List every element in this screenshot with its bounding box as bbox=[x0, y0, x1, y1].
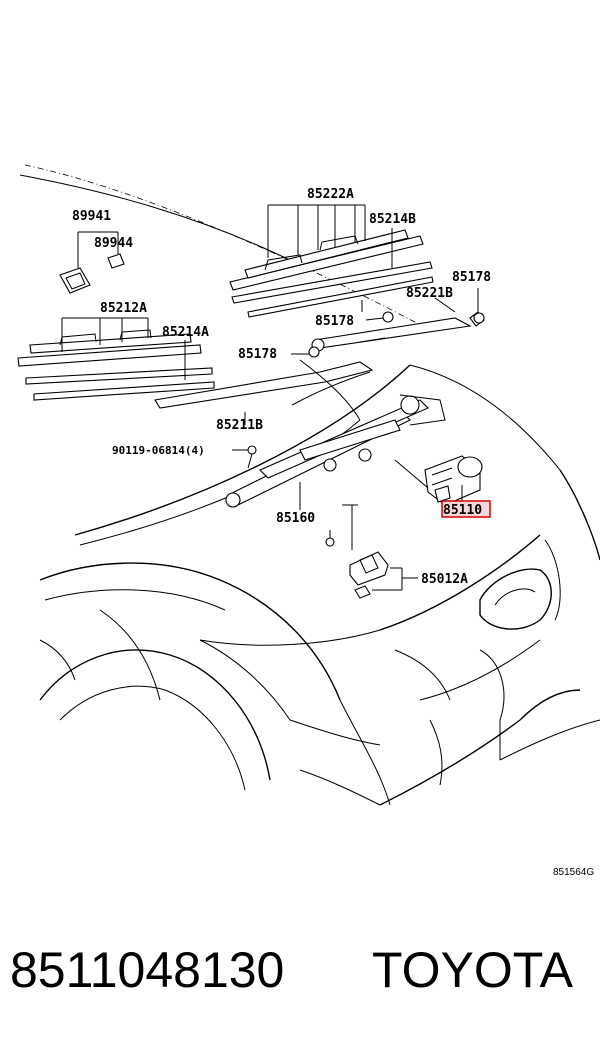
label-85214B: 85214B bbox=[369, 212, 416, 227]
label-90119-06814: 90119-06814(4) bbox=[112, 444, 205, 457]
diagram-code: 851564G bbox=[553, 867, 594, 878]
rain-sensor bbox=[59, 231, 125, 294]
label-85160: 85160 bbox=[276, 511, 315, 526]
callout-labels: 85222A 85214B 89941 89944 85178 85221B 8… bbox=[72, 187, 594, 878]
wiper-linkage bbox=[225, 359, 446, 508]
wiper-motor bbox=[394, 455, 483, 506]
footer: 8511048130 TOYOTA bbox=[0, 935, 600, 1015]
label-85012A: 85012A bbox=[421, 572, 468, 587]
label-85214A: 85214A bbox=[162, 325, 209, 340]
fasteners bbox=[247, 311, 485, 547]
wiper-bracket bbox=[342, 504, 418, 599]
label-85178-top-right: 85178 bbox=[452, 270, 491, 285]
callout-lines-85212A bbox=[61, 317, 186, 380]
label-85110: 85110 bbox=[443, 503, 482, 518]
wiper-blade-rh bbox=[229, 229, 434, 318]
label-85212A: 85212A bbox=[100, 301, 147, 316]
label-89944: 89944 bbox=[94, 236, 133, 251]
callout-lines-85222A bbox=[267, 204, 393, 312]
label-85221B: 85221B bbox=[406, 286, 453, 301]
leader-lines bbox=[232, 288, 479, 510]
brand-name: TOYOTA bbox=[372, 942, 573, 998]
label-85211B: 85211B bbox=[216, 418, 263, 433]
label-85178-left: 85178 bbox=[238, 347, 277, 362]
highlight-box-85110 bbox=[441, 500, 491, 518]
label-89941: 89941 bbox=[72, 209, 111, 224]
part-number: 8511048130 bbox=[10, 942, 285, 998]
wiper-blade-lh bbox=[17, 329, 215, 401]
label-85222A: 85222A bbox=[307, 187, 354, 202]
label-85178-middle: 85178 bbox=[315, 314, 354, 329]
